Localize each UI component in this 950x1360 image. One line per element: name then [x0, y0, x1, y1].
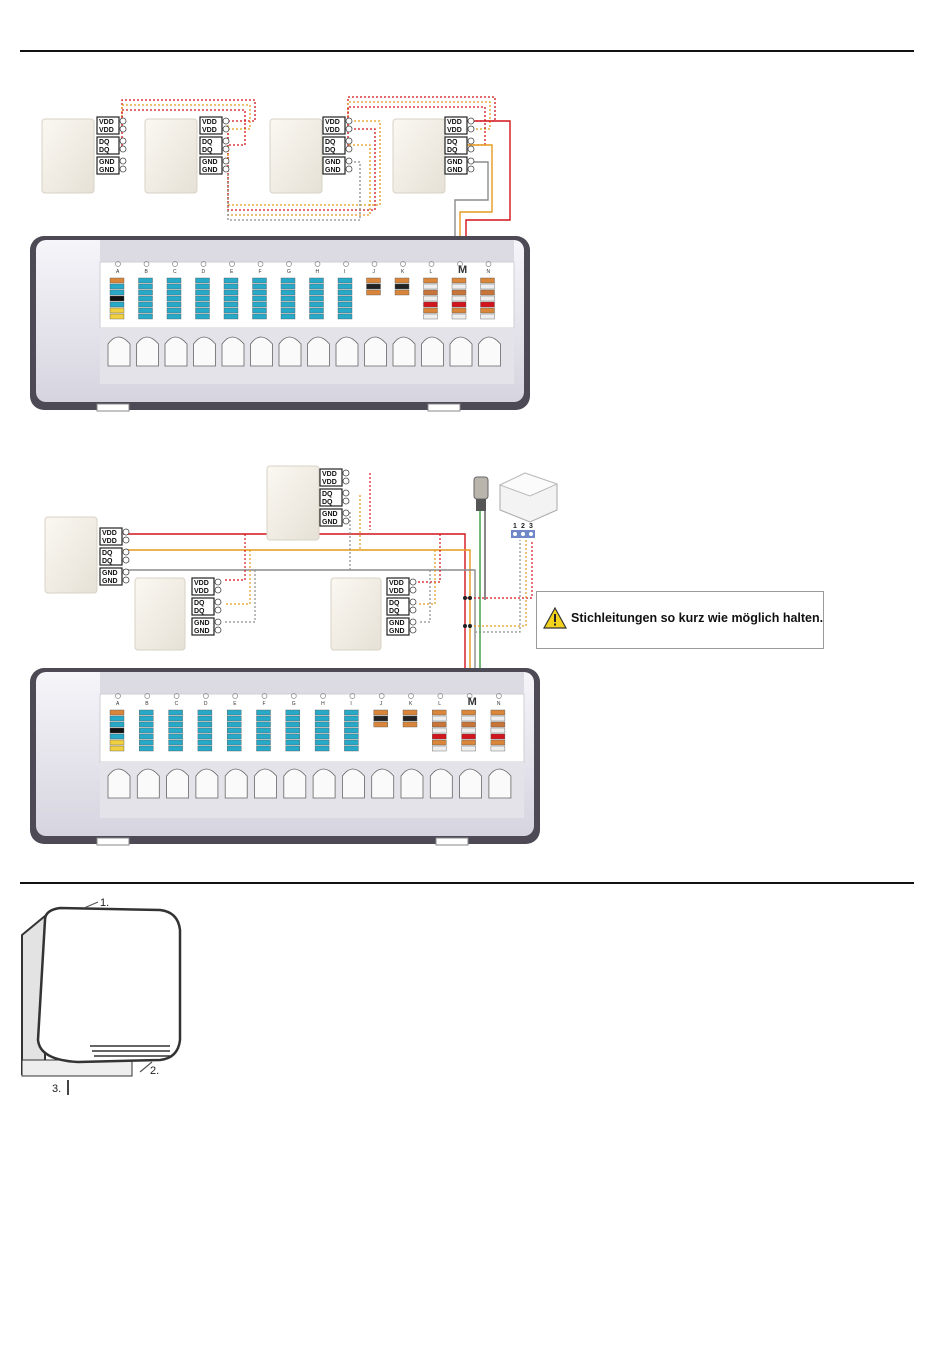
terminal-label-dq: DQ [325, 147, 336, 154]
terminal-label-gnd: GND [447, 167, 463, 174]
zone-letter: H [316, 269, 320, 275]
terminal-label-gnd: GND [389, 628, 405, 635]
terminal-label-vdd: VDD [102, 530, 117, 537]
zone-letter: D [202, 269, 206, 275]
terminal-label-vdd: VDD [322, 479, 337, 486]
terminal-label-gnd: GND [325, 167, 341, 174]
zone-letter: M [468, 696, 477, 708]
terminal-label-vdd: VDD [447, 119, 462, 126]
terminal-label-dq: DQ [322, 491, 333, 498]
terminal-label-vdd: VDD [325, 119, 340, 126]
terminal-label-vdd: VDD [99, 119, 114, 126]
wiring-diagram-daisy-chain: VDDVDDDQDQGNDGNDVDDVDDDQDQGNDGNDVDDVDDDQ… [0, 0, 950, 880]
warning-callout: Stichleitungen so kurz wie möglich halte… [536, 591, 824, 649]
junction-pin-1: 1 [513, 523, 517, 530]
junction-box-pins: 123 [513, 523, 533, 536]
terminal-label-gnd: GND [99, 159, 115, 166]
zone-letter: C [175, 701, 179, 707]
terminal-label-gnd: GND [194, 628, 210, 635]
terminal-label-vdd: VDD [202, 119, 217, 126]
zone-letter: C [173, 269, 177, 275]
zone-letter: N [497, 701, 501, 707]
terminal-label-vdd: VDD [102, 538, 117, 545]
terminal-label-dq: DQ [99, 147, 110, 154]
terminal-label-dq: DQ [389, 608, 400, 615]
terminal-label-dq: DQ [99, 139, 110, 146]
zone-letter: I [350, 701, 351, 707]
zone-letter: G [292, 701, 296, 707]
terminal-label-gnd: GND [447, 159, 463, 166]
sensor-mounting-illustration: 1. 2. 3. [0, 884, 220, 1104]
terminal-label-vdd: VDD [194, 580, 209, 587]
terminal-label-gnd: GND [102, 578, 118, 585]
warning-text: Stichleitungen so kurz wie möglich halte… [571, 611, 823, 625]
terminal-label-vdd: VDD [325, 127, 340, 134]
junction-pin-2: 2 [521, 523, 525, 530]
junction-pin-3: 3 [529, 523, 533, 530]
zone-letter: N [487, 269, 491, 275]
terminal-label-vdd: VDD [389, 580, 404, 587]
zone-letter: M [458, 264, 467, 276]
terminal-label-vdd: VDD [99, 127, 114, 134]
terminal-label-dq: DQ [325, 139, 336, 146]
step-2-label: 2. [150, 1065, 159, 1077]
terminal-label-vdd: VDD [447, 127, 462, 134]
terminal-label-gnd: GND [102, 570, 118, 577]
terminal-label-vdd: VDD [322, 471, 337, 478]
terminal-label-dq: DQ [102, 558, 113, 565]
warning-triangle-icon [543, 607, 567, 629]
zone-letter: I [344, 269, 345, 275]
zone-letter: H [321, 701, 325, 707]
terminal-label-vdd: VDD [389, 588, 404, 595]
zone-letter: D [204, 701, 208, 707]
terminal-label-dq: DQ [202, 139, 213, 146]
terminal-label-dq: DQ [202, 147, 213, 154]
zone-letter: F [263, 701, 266, 707]
step-3-label: 3. [52, 1083, 61, 1095]
terminal-label-gnd: GND [202, 159, 218, 166]
terminal-label-gnd: GND [389, 620, 405, 627]
zone-letter: L [430, 269, 433, 275]
terminal-label-gnd: GND [322, 511, 338, 518]
terminal-label-gnd: GND [194, 620, 210, 627]
zone-letter: G [287, 269, 291, 275]
terminal-label-dq: DQ [194, 600, 205, 607]
zone-letter: F [259, 269, 262, 275]
controller-unit-1 [30, 236, 530, 411]
temperature-probe [474, 477, 488, 511]
zone-letter: L [438, 701, 441, 707]
terminal-label-gnd: GND [99, 167, 115, 174]
step-1-label: 1. [100, 897, 109, 909]
terminal-label-vdd: VDD [194, 588, 209, 595]
terminal-label-dq: DQ [447, 139, 458, 146]
terminal-label-dq: DQ [194, 608, 205, 615]
controller-unit-2 [30, 668, 540, 845]
terminal-label-gnd: GND [202, 167, 218, 174]
terminal-label-dq: DQ [389, 600, 400, 607]
terminal-label-dq: DQ [322, 499, 333, 506]
terminal-label-gnd: GND [325, 159, 341, 166]
terminal-label-vdd: VDD [202, 127, 217, 134]
terminal-label-dq: DQ [102, 550, 113, 557]
terminal-label-gnd: GND [322, 519, 338, 526]
terminal-label-dq: DQ [447, 147, 458, 154]
